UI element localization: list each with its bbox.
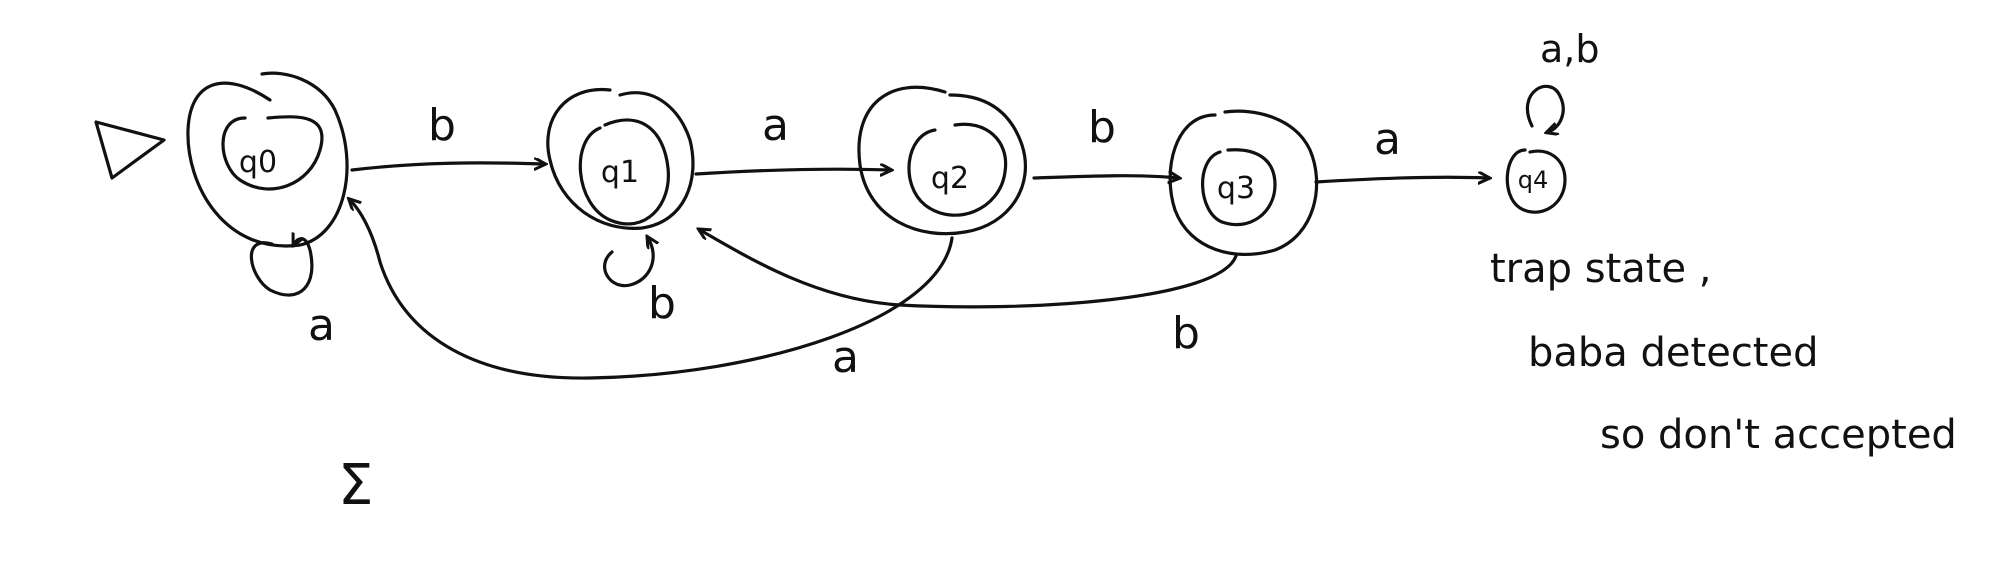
state-q0: q0 [186, 71, 349, 248]
transition-q0-q1: b [350, 100, 544, 172]
transition-q0-q0: a [249, 239, 335, 351]
note-line-3: so don't accepted [1600, 412, 1957, 458]
transition-label: a,b [1540, 27, 1600, 71]
state-q3: q3 [1168, 109, 1319, 257]
transition-q2-q3: b [1032, 102, 1178, 178]
transition-q4-q4: a,b [1525, 27, 1600, 132]
state-label: q3 [1217, 171, 1255, 206]
transition-label: a [308, 300, 335, 351]
transition-label: b [1088, 102, 1116, 153]
transition-label: b [1172, 308, 1200, 359]
note-line-1: trap state , [1490, 246, 1712, 292]
state-label: q4 [1518, 166, 1549, 194]
state-q2: q2 [857, 85, 1028, 236]
transition-q3-q1: b [700, 230, 1238, 359]
state-q4: q4 [1505, 148, 1567, 214]
epsilon-symbol: Σ [338, 453, 373, 518]
state-label: q1 [601, 155, 639, 190]
note-line-2: baba detected [1528, 330, 1819, 376]
transition-q1-q1: b [603, 238, 676, 329]
state-label: q2 [931, 161, 969, 196]
state-q1: q1 [546, 87, 695, 230]
transition-label: a [832, 332, 859, 383]
transition-label: b [428, 100, 456, 151]
transition-q2-q0: a [350, 200, 954, 383]
start-marker [94, 120, 166, 180]
transition-label: a [1374, 114, 1401, 165]
transition-label: b [648, 278, 676, 329]
state-label: q0 [239, 145, 277, 180]
transition-q1-q2: a [694, 100, 890, 174]
transition-label: a [762, 100, 789, 151]
transition-q3-q4: a [1314, 114, 1488, 182]
